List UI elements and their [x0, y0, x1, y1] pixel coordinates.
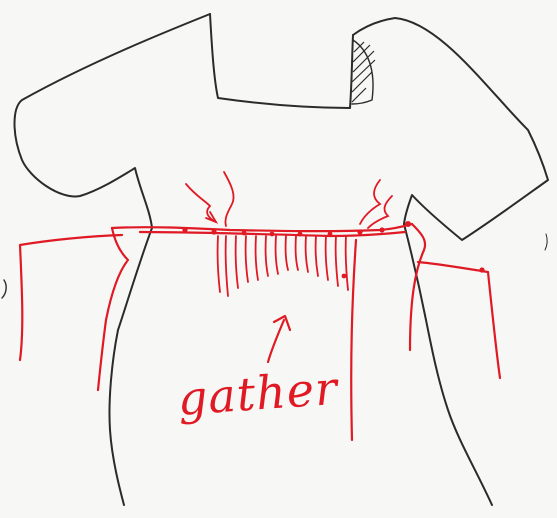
left-sleeve-outline: [15, 14, 211, 228]
right-skirt-outer: [418, 262, 500, 378]
gather-pleats: [218, 236, 348, 296]
right-squiggle-2: [368, 196, 392, 228]
shoulder-shading: [352, 40, 375, 104]
left-squiggle-2: [224, 172, 234, 226]
stray-marks: [2, 234, 547, 298]
right-sleeve-outline: [353, 18, 548, 240]
label-arrow-shaft: [268, 320, 284, 362]
left-skirt-outer: [20, 235, 122, 360]
waistband-line: [112, 224, 412, 231]
neckline-outline: [210, 14, 353, 108]
right-squiggle-arrow: [360, 180, 380, 224]
left-side-seam: [109, 228, 152, 505]
left-squiggle-arrow: [186, 184, 216, 222]
gather-label: gather: [176, 361, 340, 426]
right-skirt-panel: [410, 224, 425, 350]
gather-arrows: [186, 172, 392, 362]
center-right-line: [351, 240, 356, 440]
bodice-outline: [15, 14, 549, 505]
